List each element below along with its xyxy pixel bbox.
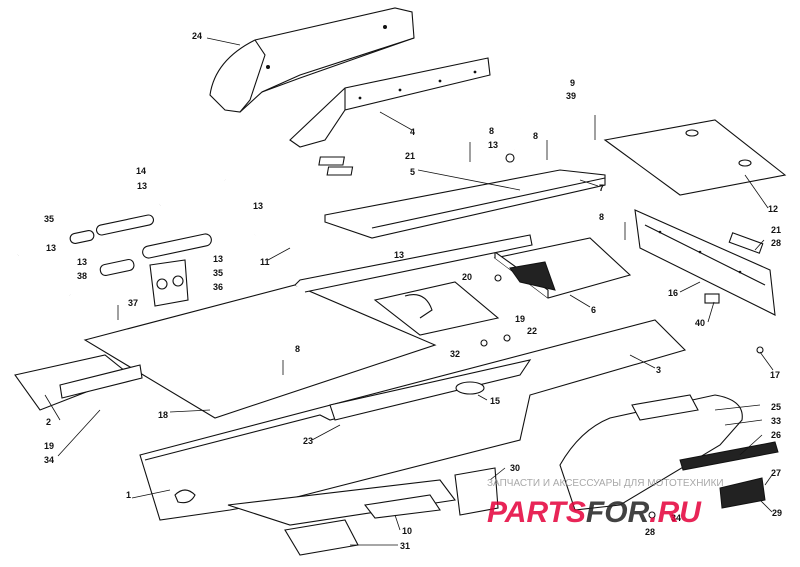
callout-20: 20: [462, 272, 472, 282]
callout-8b: 8: [533, 131, 538, 141]
callout-34b: 34: [671, 513, 681, 523]
callout-labels: 1 2 3 4 5 6 7 8 8 8 8 9 39 10 11 12 13 1…: [44, 31, 782, 551]
callout-10: 10: [402, 526, 412, 536]
callout-9: 9: [570, 78, 575, 88]
callout-31: 31: [400, 541, 410, 551]
callout-35a: 35: [44, 214, 54, 224]
callout-leaders: [44, 37, 774, 546]
part-tunnel: [139, 319, 687, 526]
callout-13e: 13: [213, 254, 223, 264]
callout-28b: 28: [645, 527, 655, 537]
callout-30: 30: [510, 463, 520, 473]
callout-13g: 13: [46, 243, 56, 253]
callout-8d: 8: [295, 344, 300, 354]
callout-7: 7: [599, 183, 604, 193]
watermark-caption: ЗАПЧАСТИ И АКСЕССУАРЫ ДЛЯ МОТОТЕХНИКИ: [487, 478, 724, 489]
part-rear-guard: [559, 394, 779, 511]
callout-33: 33: [771, 416, 781, 426]
callout-13a: 13: [488, 140, 498, 150]
part-left-rail: [14, 354, 143, 411]
callout-13b: 13: [137, 181, 147, 191]
callout-12: 12: [768, 204, 778, 214]
callout-38: 38: [77, 271, 87, 281]
callout-22: 22: [527, 326, 537, 336]
callout-5: 5: [410, 167, 415, 177]
watermark: ЗАПЧАСТИ И АКСЕССУАРЫ ДЛЯ МОТОТЕХНИКИ PA…: [487, 478, 724, 529]
callout-27: 27: [771, 468, 781, 478]
part-side-rail: [634, 209, 776, 316]
part-bracket-plate: [289, 57, 491, 148]
callout-1: 1: [126, 490, 131, 500]
callout-18: 18: [158, 410, 168, 420]
part-mount-plate: [373, 281, 500, 336]
part-lower-brackets: [284, 467, 499, 556]
callout-14: 14: [136, 166, 146, 176]
part-floor-plate: [83, 234, 533, 419]
watermark-brand-ru: .RU: [649, 496, 702, 529]
callout-21a: 21: [405, 151, 415, 161]
callout-16: 16: [668, 288, 678, 298]
part-tray-plate: [318, 156, 606, 239]
callout-39: 39: [566, 91, 576, 101]
callout-28a: 28: [771, 238, 781, 248]
part-cover-panel: [603, 119, 787, 196]
callout-29: 29: [772, 508, 782, 518]
callout-35b: 35: [213, 268, 223, 278]
part-battery-tray: [493, 237, 632, 299]
part-handle: [514, 98, 577, 161]
callout-6: 6: [591, 305, 596, 315]
callout-40: 40: [695, 318, 705, 328]
callout-26: 26: [771, 430, 781, 440]
part-hoses: [14, 174, 351, 307]
callout-13d: 13: [77, 257, 87, 267]
callout-3: 3: [656, 365, 661, 375]
callout-32: 32: [450, 349, 460, 359]
callout-4: 4: [410, 127, 415, 137]
callout-36: 36: [213, 282, 223, 292]
callout-2: 2: [46, 417, 51, 427]
callout-8c: 8: [599, 212, 604, 222]
callout-24: 24: [192, 31, 202, 41]
fasteners: [117, 115, 764, 519]
callout-8a: 8: [489, 126, 494, 136]
callout-19a: 19: [515, 314, 525, 324]
callout-34a: 34: [44, 455, 54, 465]
callout-15: 15: [490, 396, 500, 406]
callout-23: 23: [303, 436, 313, 446]
callout-19b: 19: [44, 441, 54, 451]
callout-17: 17: [770, 370, 780, 380]
callout-21b: 21: [771, 225, 781, 235]
watermark-brand-for: FOR: [586, 496, 650, 529]
parts-drawing: [14, 7, 787, 556]
callout-25: 25: [771, 402, 781, 412]
watermark-brand: PARTSFOR.RU: [487, 496, 702, 529]
callout-37: 37: [128, 298, 138, 308]
callout-11: 11: [260, 257, 270, 267]
callout-13f: 13: [394, 250, 404, 260]
callout-13c: 13: [253, 201, 263, 211]
part-belt-guard: [209, 7, 415, 113]
watermark-brand-parts: PARTS: [487, 496, 586, 529]
